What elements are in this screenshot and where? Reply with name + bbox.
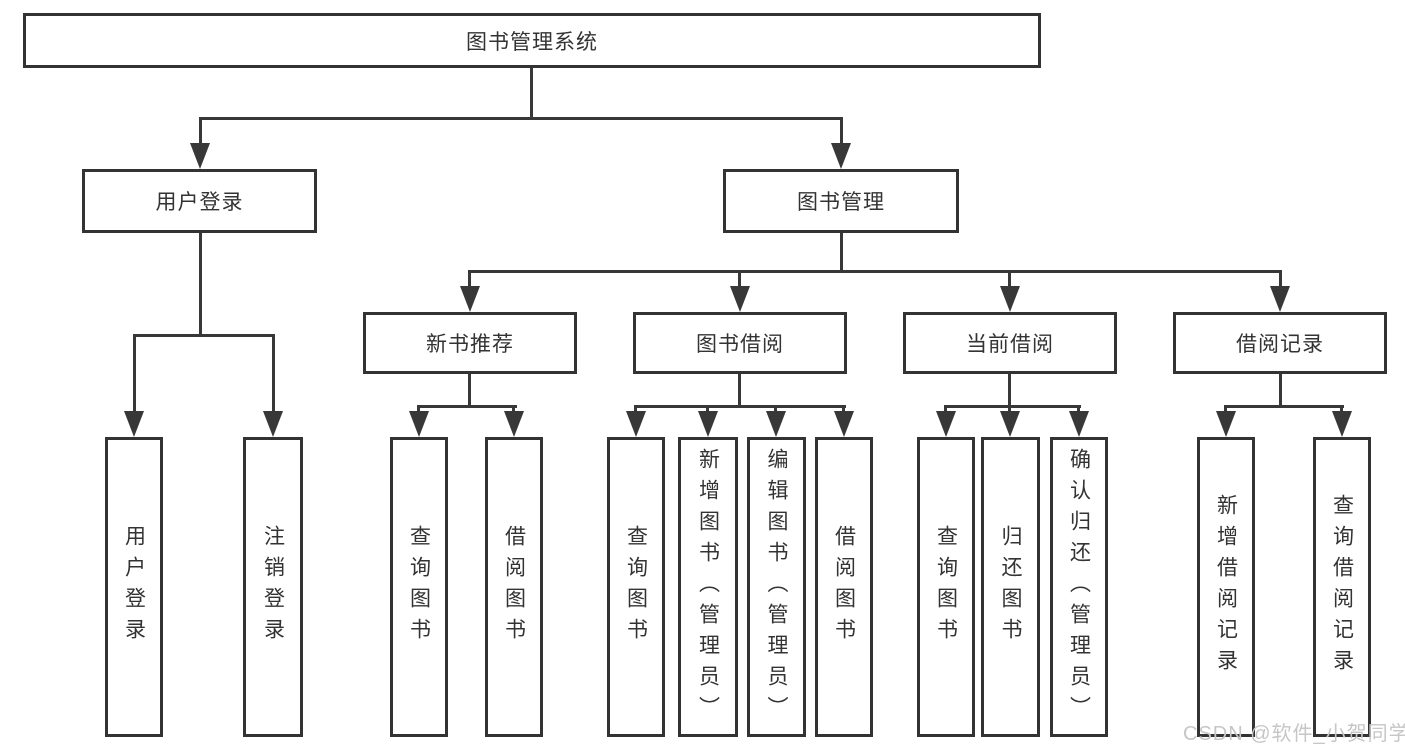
- node-current-borrowing: 当前借阅: [903, 312, 1117, 374]
- connector-stub: [1008, 405, 1011, 414]
- node-label: 查询图书: [407, 525, 431, 649]
- arrowhead-down-icon: [698, 411, 718, 437]
- node-label: 查询图书: [934, 525, 958, 649]
- connector-stub: [842, 405, 845, 414]
- connector-stub: [1008, 270, 1011, 288]
- connector-borrow-records-drop: [1279, 374, 1282, 408]
- connector-new-book-drop: [468, 374, 471, 408]
- node-label: 查询借阅记录: [1330, 494, 1354, 680]
- node-leaf-query-borrow-record: 查询借阅记录: [1313, 437, 1371, 737]
- watermark: CSDN @软件_小贺同学: [1183, 723, 1405, 745]
- node-book-borrowing: 图书借阅: [633, 312, 847, 374]
- connector-user-login-stub: [199, 117, 202, 147]
- connector-level3-bar: [468, 270, 1282, 273]
- node-leaf-borrow-books-2: 借阅图书: [815, 437, 873, 737]
- node-new-book-recommendation: 新书推荐: [363, 312, 577, 374]
- connector-stub: [1224, 405, 1227, 414]
- node-root-label: 图书管理系统: [466, 30, 598, 54]
- connector-user-login-drop: [199, 233, 202, 336]
- node-label: 新增借阅记录: [1214, 494, 1238, 680]
- node-leaf-borrow-books-1: 借阅图书: [485, 437, 543, 737]
- arrowhead-down-icon: [1270, 286, 1290, 312]
- connector-stub: [774, 405, 777, 414]
- node-label: 借阅记录: [1236, 333, 1324, 356]
- connector-stub: [1340, 405, 1343, 414]
- node-leaf-add-books-admin: 新增图书（管理员）: [678, 437, 738, 737]
- node-label: 确认归还（管理员）: [1067, 447, 1091, 727]
- node-label: 归还图书: [999, 525, 1022, 649]
- node-leaf-add-borrow-record: 新增借阅记录: [1197, 437, 1255, 737]
- node-leaf-logout: 注销登录: [243, 437, 303, 737]
- arrowhead-down-icon: [626, 411, 646, 437]
- connector-root-drop: [530, 68, 533, 118]
- node-leaf-query-books-3: 查询图书: [917, 437, 975, 737]
- node-label: 新书推荐: [426, 333, 514, 356]
- connector-stub: [706, 405, 709, 414]
- connector-new-book-bar: [417, 405, 517, 408]
- node-leaf-confirm-return-admin: 确认归还（管理员）: [1050, 437, 1108, 737]
- node-label: 借阅图书: [832, 525, 856, 649]
- node-label: 当前借阅: [966, 333, 1054, 356]
- connector-stub: [1279, 270, 1282, 288]
- connector-book-mgmt-drop: [840, 233, 843, 273]
- connector-current-borrow-bar: [944, 405, 1081, 408]
- connector-book-mgmt-stub: [840, 117, 843, 147]
- arrowhead-down-icon: [460, 286, 480, 312]
- arrowhead-down-icon: [831, 143, 851, 169]
- node-label: 图书管理: [797, 191, 885, 214]
- connector-stub: [468, 270, 471, 288]
- node-leaf-query-books-1: 查询图书: [390, 437, 448, 737]
- node-label: 编辑图书（管理员）: [765, 447, 788, 727]
- connector-level2-bar: [199, 117, 843, 120]
- arrowhead-down-icon: [1000, 411, 1020, 437]
- connector-stub: [634, 405, 637, 414]
- arrowhead-down-icon: [1000, 286, 1020, 312]
- arrowhead-down-icon: [190, 143, 210, 169]
- arrowhead-down-icon: [504, 411, 524, 437]
- node-borrowing-records: 借阅记录: [1173, 312, 1387, 374]
- arrowhead-down-icon: [1069, 411, 1089, 437]
- connector-borrow-records-bar: [1224, 405, 1344, 408]
- connector-current-borrow-drop: [1008, 374, 1011, 408]
- connector-book-borrow-bar: [634, 405, 846, 408]
- node-label: 查询图书: [624, 525, 648, 649]
- connector-stub: [944, 405, 947, 414]
- connector-stub: [512, 405, 515, 414]
- connector-stub: [272, 334, 275, 412]
- node-label: 借阅图书: [502, 525, 526, 649]
- node-label: 新增图书（管理员）: [696, 447, 720, 727]
- arrowhead-down-icon: [834, 411, 854, 437]
- arrowhead-down-icon: [936, 411, 956, 437]
- node-book-management: 图书管理: [723, 169, 959, 233]
- node-leaf-user-login: 用户登录: [105, 437, 163, 737]
- node-label: 注销登录: [261, 525, 285, 649]
- arrowhead-down-icon: [1216, 411, 1236, 437]
- connector-user-login-bar: [133, 334, 275, 337]
- connector-stub: [417, 405, 420, 414]
- node-root: 图书管理系统: [23, 13, 1041, 68]
- connector-book-borrow-drop: [738, 374, 741, 408]
- node-leaf-return-books: 归还图书: [981, 437, 1040, 737]
- arrowhead-down-icon: [263, 411, 283, 437]
- connector-stub: [1077, 405, 1080, 414]
- arrowhead-down-icon: [409, 411, 429, 437]
- arrowhead-down-icon: [124, 411, 144, 437]
- node-label: 图书借阅: [696, 333, 784, 356]
- arrowhead-down-icon: [1332, 411, 1352, 437]
- node-label: 用户登录: [155, 191, 244, 214]
- node-leaf-edit-books-admin: 编辑图书（管理员）: [747, 437, 806, 737]
- node-label: 用户登录: [122, 525, 146, 649]
- arrowhead-down-icon: [730, 286, 750, 312]
- node-leaf-query-books-2: 查询图书: [607, 437, 665, 737]
- connector-stub: [738, 270, 741, 288]
- connector-stub: [133, 334, 136, 412]
- node-user-login: 用户登录: [82, 169, 317, 233]
- arrowhead-down-icon: [766, 411, 786, 437]
